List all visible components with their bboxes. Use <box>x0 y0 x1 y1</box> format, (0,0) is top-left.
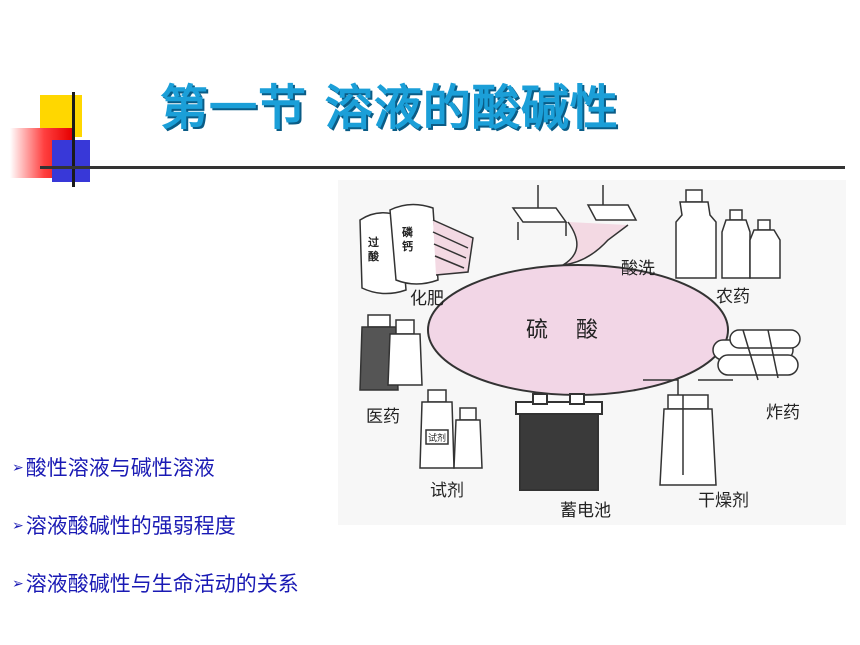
medicine-bottles-icon <box>359 314 423 391</box>
label-pesticide: 农药 <box>716 287 750 307</box>
svg-text:钙: 钙 <box>402 239 413 253</box>
label-battery: 蓄电池 <box>560 501 611 521</box>
decor-square-blue <box>52 140 90 182</box>
bullet-item: ➢溶液酸碱性的强弱程度 <box>12 514 236 538</box>
battery-icon <box>515 393 603 491</box>
label-reagent: 试剂 <box>430 481 464 501</box>
title-underline <box>40 166 845 169</box>
bullet-item: ➢酸性溶液与碱性溶液 <box>12 456 215 480</box>
pickling-tanks-icon <box>511 185 638 266</box>
explosive-bundle-icon <box>712 329 801 381</box>
pesticide-bottles-icon <box>675 189 781 279</box>
svg-text:酸: 酸 <box>368 249 380 263</box>
bullet-arrow-icon: ➢ <box>12 518 24 534</box>
diagram-illustration: 过 酸 磷 钙 <box>359 185 801 491</box>
label-medicine: 医药 <box>366 407 400 427</box>
bullet-arrow-icon: ➢ <box>12 460 24 476</box>
fertilizer-bags-icon <box>359 203 474 295</box>
sulfuric-acid-uses-diagram: 过 酸 磷 钙 <box>338 180 846 525</box>
bullet-arrow-icon: ➢ <box>12 576 24 592</box>
svg-text:过: 过 <box>368 235 379 249</box>
reagent-bottles-icon <box>419 389 483 469</box>
label-explosive: 炸药 <box>766 403 800 423</box>
center-label-sulfuric-acid: 硫酸 <box>526 318 627 343</box>
label-pickling: 酸洗 <box>621 259 655 279</box>
fertilizer-bag-text: 过 酸 磷 钙 <box>368 225 414 263</box>
desiccant-bottle-icon <box>643 379 733 486</box>
page-title: 第一节 溶液的酸碱性 <box>160 80 619 136</box>
svg-text:磷: 磷 <box>402 225 414 239</box>
decor-vertical-line <box>72 92 75 187</box>
reagent-jar-label: 试剂 <box>428 432 446 444</box>
bullet-item: ➢溶液酸碱性与生命活动的关系 <box>12 572 299 596</box>
label-fertilizer: 化肥 <box>410 289 444 309</box>
label-desiccant: 干燥剂 <box>698 491 749 511</box>
